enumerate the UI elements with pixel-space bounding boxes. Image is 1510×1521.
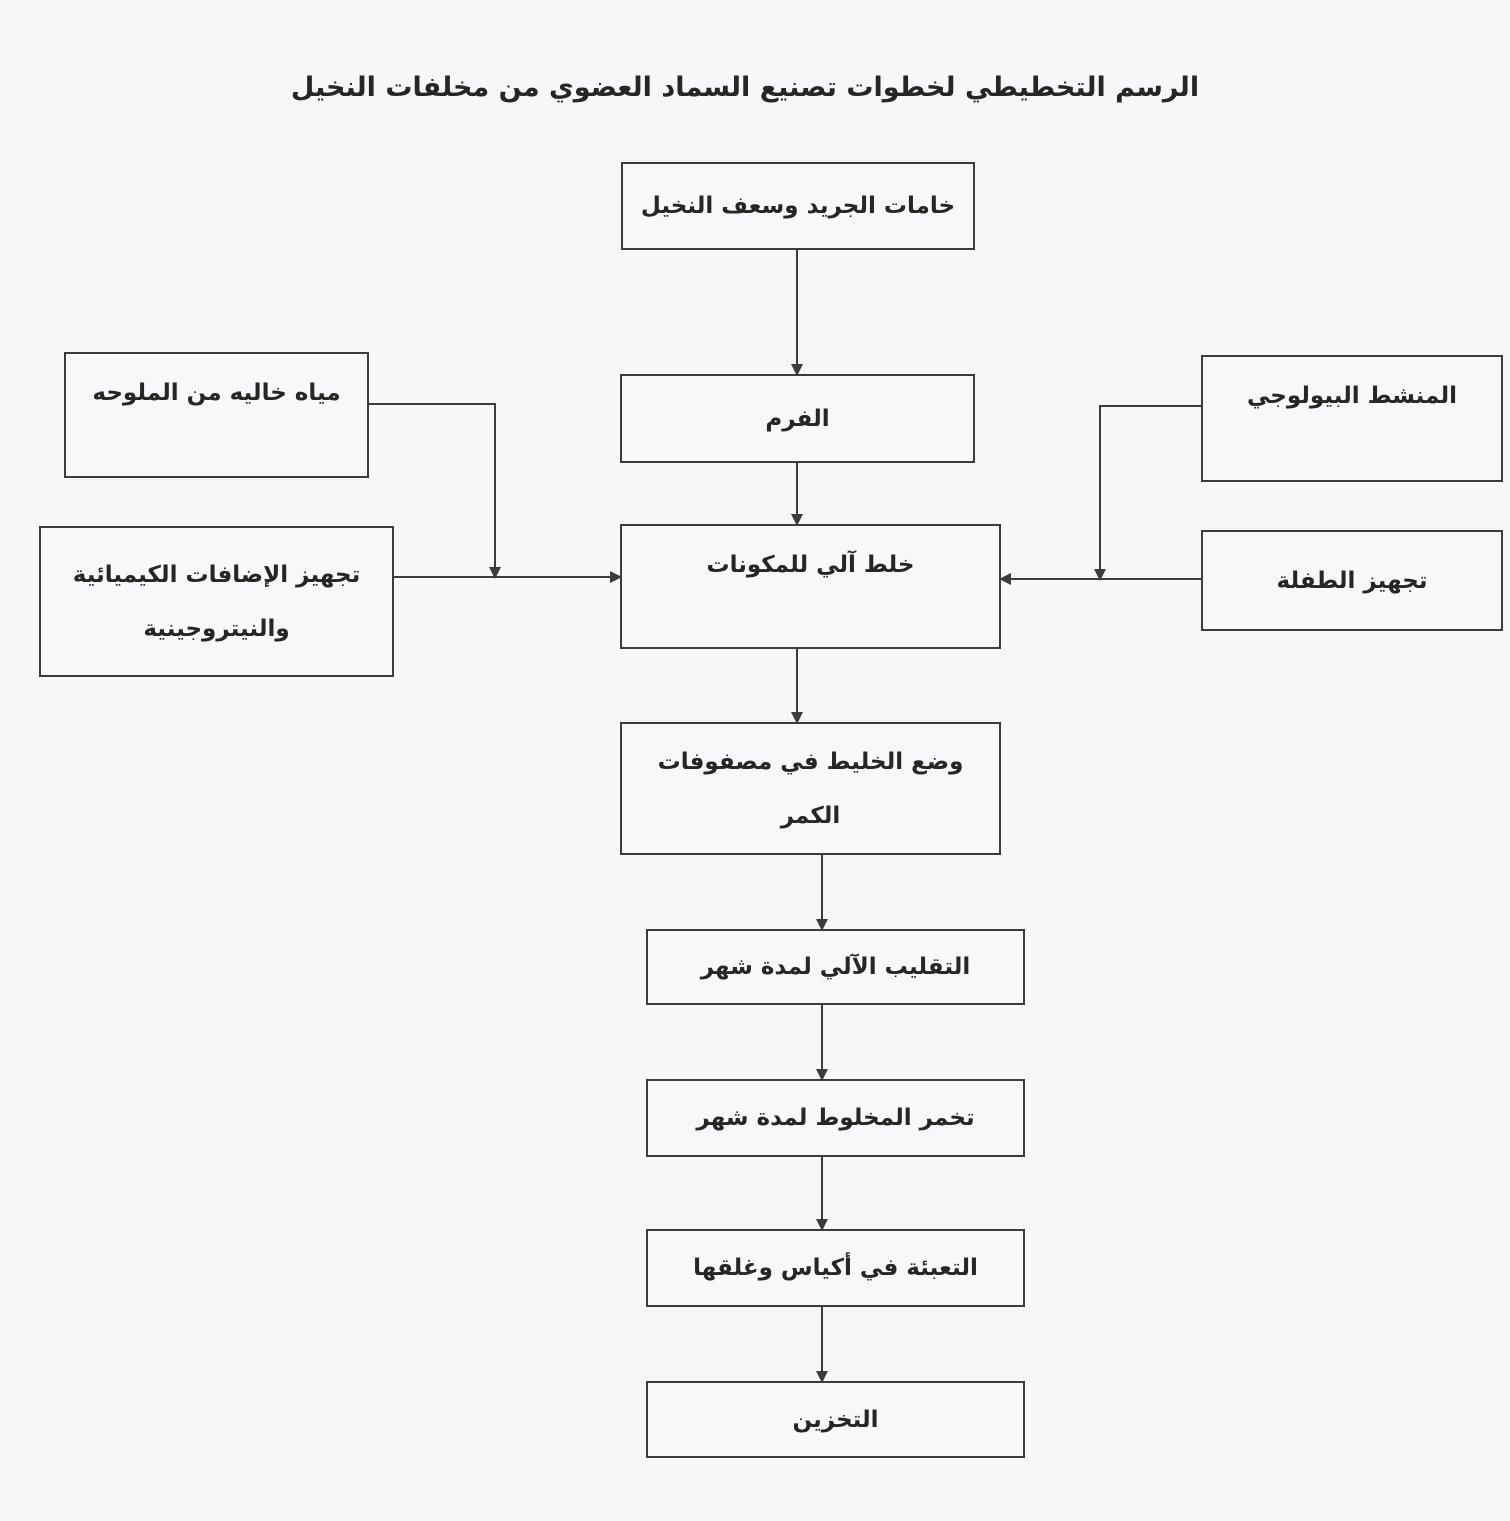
node-raw-materials-label: خامات الجريد وسعف النخيل: [640, 193, 956, 219]
node-mixing-label: خلط آلي للمكونات: [706, 552, 915, 578]
node-piles: وضع الخليط في مصفوفات الكمر: [620, 722, 1001, 855]
node-grinding: الفرم: [620, 374, 975, 463]
node-biological-activator: المنشط البيولوجي: [1201, 355, 1503, 482]
node-packing-label: التعبئة في أكياس وغلقها: [693, 1255, 978, 1281]
node-mixing: خلط آلي للمكونات: [620, 524, 1001, 649]
diagram-title: الرسم التخطيطي لخطوات تصنيع السماد العضو…: [290, 72, 1200, 103]
node-inoculum: تجهيز الطفلة: [1201, 530, 1503, 631]
node-storage-label: التخزين: [792, 1406, 879, 1433]
node-storage: التخزين: [646, 1381, 1025, 1458]
arrow-water-to-mixing-line: [369, 403, 501, 579]
node-inoculum-label: تجهيز الطفلة: [1276, 567, 1428, 594]
node-fermentation-label: تخمر المخلوط لمدة شهر: [696, 1105, 975, 1131]
node-piles-label: وضع الخليط في مصفوفات الكمر: [657, 748, 964, 829]
node-salt-free-water: مياه خاليه من الملوحه: [64, 352, 369, 478]
node-raw-materials: خامات الجريد وسعف النخيل: [621, 162, 975, 250]
node-biological-activator-label: المنشط البيولوجي: [1247, 383, 1457, 409]
node-grinding-label: الفرم: [765, 405, 830, 432]
arrow-activator-to-mixing-line: [1094, 405, 1201, 581]
node-fermentation: تخمر المخلوط لمدة شهر: [646, 1079, 1025, 1157]
node-salt-free-water-label: مياه خاليه من الملوحه: [92, 380, 341, 406]
node-turning-label: التقليب الآلي لمدة شهر: [700, 954, 971, 980]
node-turning: التقليب الآلي لمدة شهر: [646, 929, 1025, 1005]
node-chemical-additives-label: تجهيز الإضافات الكيميائية والنيتروجينية: [72, 561, 361, 642]
node-chemical-additives: تجهيز الإضافات الكيميائية والنيتروجينية: [39, 526, 394, 677]
node-packing: التعبئة في أكياس وغلقها: [646, 1229, 1025, 1307]
